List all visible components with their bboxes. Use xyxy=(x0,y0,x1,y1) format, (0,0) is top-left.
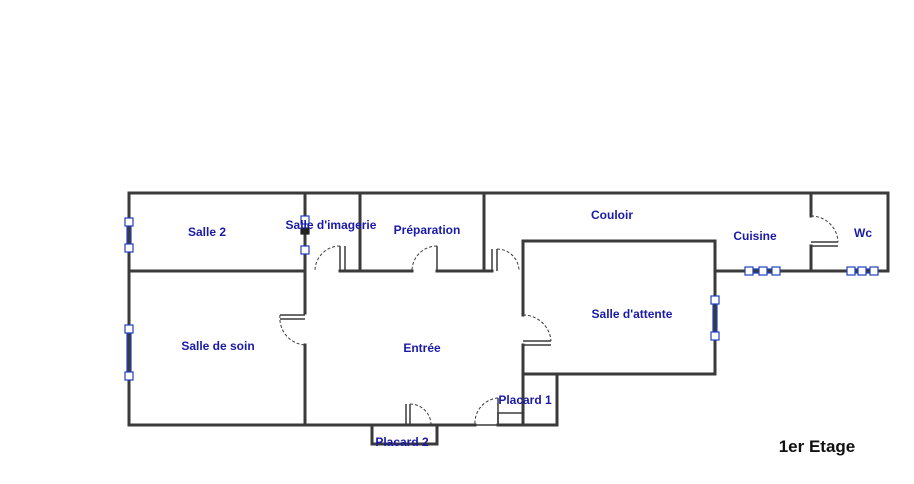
windows xyxy=(124,215,879,381)
room-label-salle-attente: Salle d'attente xyxy=(592,307,673,321)
room-label-entree: Entrée xyxy=(403,341,441,355)
room-label-salle-2: Salle 2 xyxy=(188,225,226,239)
room-label-preparation: Préparation xyxy=(394,223,461,237)
floor-label: 1er Etage xyxy=(779,437,856,456)
room-label-placard-1: Placard 1 xyxy=(498,393,552,407)
room-label-wc: Wc xyxy=(854,226,872,240)
room-label-cuisine: Cuisine xyxy=(733,229,777,243)
room-labels: Salle 2 Salle d'imagerie Préparation Cou… xyxy=(181,208,872,449)
room-label-salle-de-soin: Salle de soin xyxy=(181,339,254,353)
doors xyxy=(279,215,839,426)
room-label-couloir: Couloir xyxy=(591,208,633,222)
room-label-placard-2: Placard 2 xyxy=(375,435,429,449)
room-label-salle-imagerie: Salle d'imagerie xyxy=(286,218,377,232)
